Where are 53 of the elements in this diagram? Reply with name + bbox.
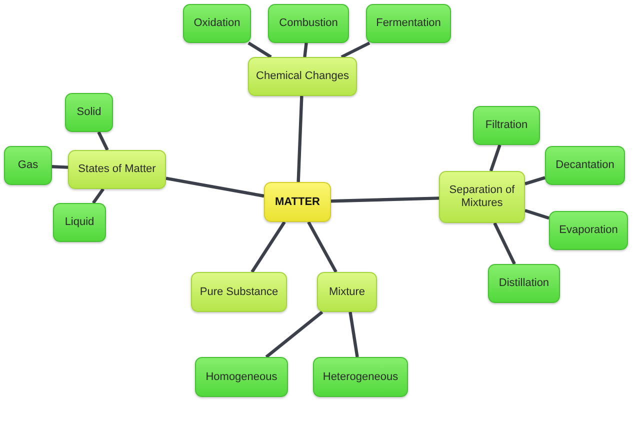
node-label: States of Matter — [78, 163, 156, 176]
node-label: Oxidation — [194, 17, 240, 30]
sub-concept-box — [268, 4, 349, 43]
sub-concept-box — [366, 4, 451, 43]
connector-line — [348, 312, 359, 358]
connector-line — [493, 222, 516, 265]
node-label: Homogeneous — [206, 370, 278, 384]
node-label: Separation of Mixtures — [448, 184, 516, 210]
connector-line — [296, 96, 304, 182]
node-label: Filtration — [485, 119, 528, 132]
connector-line — [330, 196, 440, 203]
node-label: Gas — [18, 159, 38, 172]
connector-line — [307, 221, 338, 273]
node-label: Liquid — [64, 216, 94, 229]
root-concept-box — [264, 182, 331, 222]
concept-box — [191, 272, 287, 312]
node-label: Combustion — [279, 17, 338, 30]
node-label: Evaporation — [559, 224, 618, 237]
concept-box — [68, 150, 166, 189]
connector-line — [248, 42, 272, 58]
node-label: Distillation — [498, 277, 550, 290]
node-label: Heterogeneous — [322, 370, 398, 384]
sub-concept-box — [195, 357, 288, 397]
node-label: Fermentation — [376, 17, 441, 30]
connector-line — [166, 176, 264, 198]
node-label: Decantation — [556, 159, 614, 172]
sub-concept-box — [488, 264, 560, 303]
sub-concept-box — [65, 93, 113, 132]
node-label: Solid — [76, 106, 102, 119]
connector-line — [524, 208, 550, 220]
sub-concept-box — [313, 357, 408, 397]
connector-line — [250, 221, 286, 273]
connector-line — [265, 310, 324, 358]
concept-box — [248, 57, 357, 96]
sub-concept-box — [183, 4, 251, 43]
concept-box — [317, 272, 377, 312]
node-label: Mixture — [328, 286, 366, 298]
connector-line — [340, 42, 370, 58]
connector-line — [52, 165, 68, 169]
connector-line — [524, 176, 546, 186]
node-label: MATTER — [274, 196, 320, 208]
node-label: Chemical Changes — [256, 70, 349, 83]
sub-concept-box — [545, 146, 625, 185]
connector-line — [489, 144, 502, 172]
sub-concept-box — [473, 106, 540, 145]
connector-line — [92, 188, 104, 204]
node-label: Pure Substance — [200, 286, 278, 298]
sub-concept-box — [4, 146, 52, 185]
concept-box — [439, 171, 525, 223]
connector-line — [97, 131, 109, 151]
sub-concept-box — [53, 203, 106, 242]
sub-concept-box — [549, 211, 628, 250]
connector-line — [303, 42, 308, 58]
